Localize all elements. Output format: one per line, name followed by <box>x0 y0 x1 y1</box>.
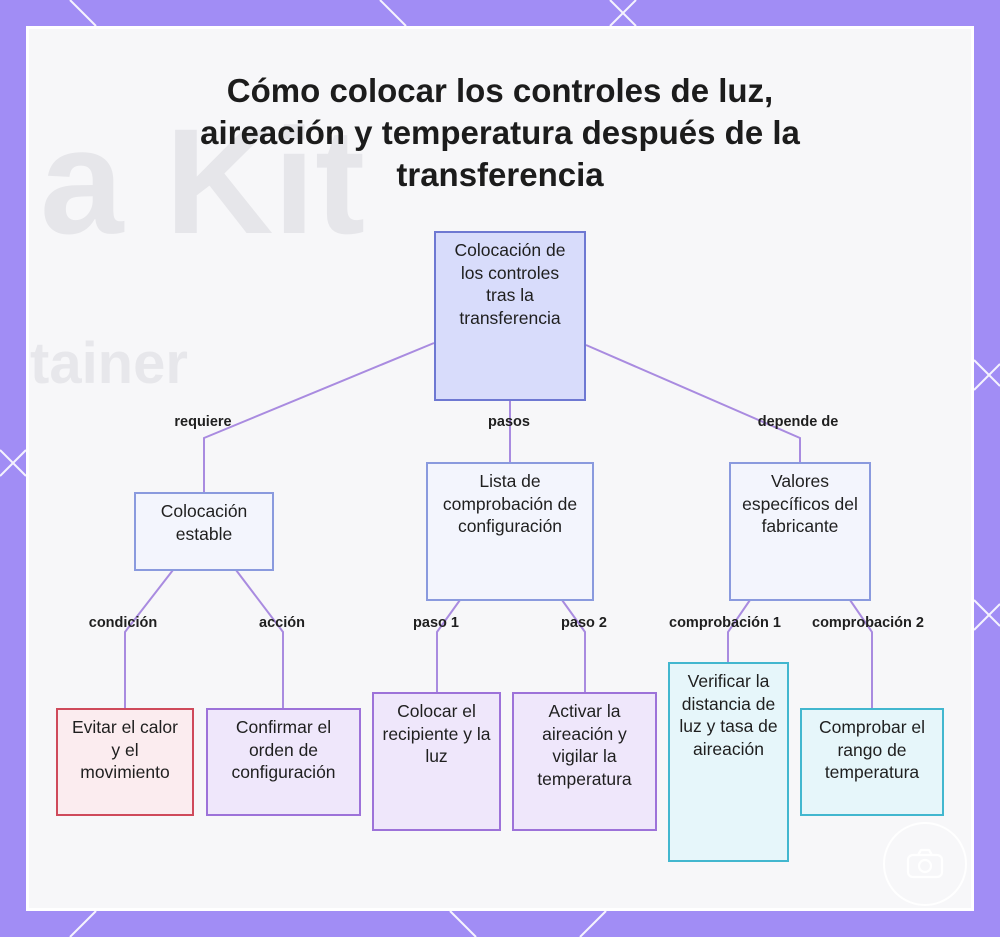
edge-label-step1: paso 1 <box>413 615 459 631</box>
confirm-order-node: Confirmar el orden de configuración <box>206 708 361 816</box>
camera-icon <box>906 848 944 879</box>
edge-label-action: acción <box>259 615 305 631</box>
connector-depends-on <box>585 344 801 462</box>
edge-label-requires: requiere <box>174 414 232 430</box>
logo-badge <box>883 822 967 906</box>
edge-label-depends-on: depende de <box>757 414 839 430</box>
connector-requires <box>203 342 435 492</box>
activate-aeration-node: Activar la aireación y vigilar la temper… <box>512 692 657 831</box>
verify-distance-node: Verificar la distancia de luz y tasa de … <box>668 662 789 862</box>
edge-label-condition: condición <box>88 615 158 631</box>
connector-step1 <box>436 599 461 692</box>
stable-placement-node: Colocación estable <box>134 492 274 571</box>
connector-action <box>235 569 284 708</box>
edge-label-check2: comprobación 2 <box>812 615 924 631</box>
avoid-heat-node: Evitar el calor y el movimiento <box>56 708 194 816</box>
place-container-node: Colocar el recipiente y la luz <box>372 692 501 831</box>
edge-label-steps: pasos <box>488 414 530 430</box>
checklist-node: Lista de comprobación de configuración <box>426 462 594 601</box>
diagram-title: Cómo colocar los controles de luz, airea… <box>200 72 800 193</box>
connector-condition <box>124 569 174 708</box>
root-node: Colocación de los controles tras la tran… <box>434 231 586 401</box>
manufacturer-values-node: Valores específicos del fabricante <box>729 462 871 601</box>
background-watermark: a Kit <box>40 97 366 265</box>
background-watermark: tainer <box>30 331 188 396</box>
connector-check2 <box>849 599 873 708</box>
connector-check1 <box>727 599 751 662</box>
check-range-node: Comprobar el rango de temperatura <box>800 708 944 816</box>
edge-label-check1: comprobación 1 <box>669 615 781 631</box>
edge-label-step2: paso 2 <box>561 615 607 631</box>
connector-step2 <box>561 599 586 692</box>
